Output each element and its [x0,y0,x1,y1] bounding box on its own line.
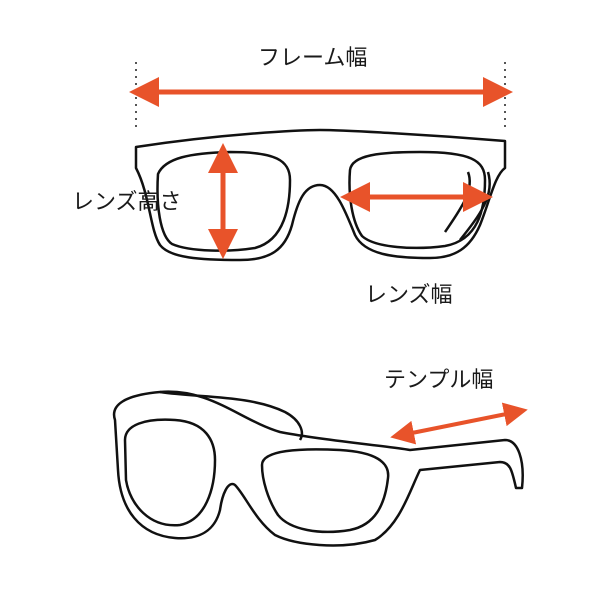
perspective-right-lens [260,448,390,534]
right-temple [443,171,491,241]
temple-width-arrow [390,402,528,445]
front-frame-outline [134,128,507,262]
perspective-view-glasses [112,390,524,547]
temple-width-label: テンプル幅 [384,368,494,393]
lens-width-label: レンズ幅 [365,283,453,308]
right-lens [348,150,487,250]
lens-height-label: レンズ高さ [72,190,182,215]
frame-width-label: フレーム幅 [258,46,368,71]
far-temple [159,390,304,441]
perspective-frame-outline [112,390,524,547]
perspective-left-lens [123,418,217,527]
